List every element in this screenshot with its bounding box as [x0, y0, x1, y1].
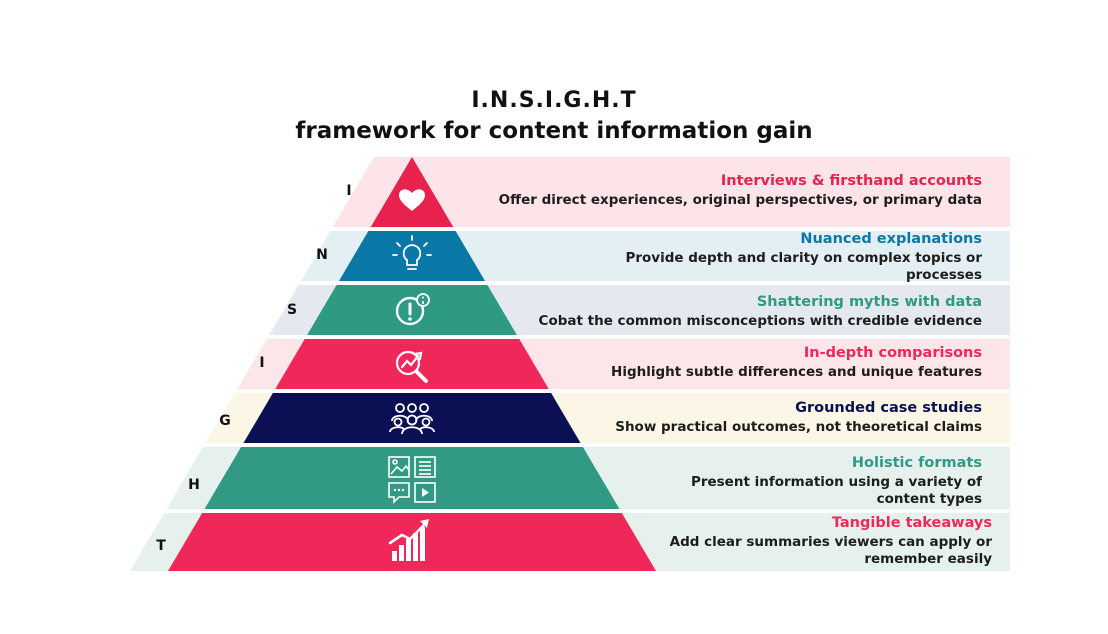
lightbulb-icon	[392, 235, 432, 270]
tier-description: Present information using a variety of c…	[690, 474, 982, 507]
tier-text-shattering: Shattering myths with data Cobat the com…	[539, 294, 982, 330]
heart-icon	[399, 189, 425, 211]
tier-band	[332, 157, 1010, 227]
tier-text-takeaways: Tangible takeaways Add clear summaries v…	[662, 515, 992, 568]
pyramid-tier	[307, 285, 517, 335]
tier-description: Add clear summaries viewers can apply or…	[669, 534, 992, 567]
tier-description: Offer direct experiences, original persp…	[498, 192, 982, 208]
tier-text-case-studies: Grounded case studies Show practical out…	[615, 400, 982, 436]
diagram-subtitle: framework for content information gain	[295, 118, 813, 144]
tier-description: Highlight subtle differences and unique …	[611, 364, 982, 380]
pyramid-tier	[243, 393, 581, 443]
tier-letter-i2: I	[259, 355, 265, 371]
tier-band	[300, 231, 1011, 281]
tier-text-holistic: Holistic formats Present information usi…	[662, 455, 982, 508]
tier-heading: Holistic formats	[851, 455, 982, 471]
magnify-chart-icon	[395, 350, 428, 383]
diagram-title: I.N.S.I.G.H.T	[471, 88, 637, 113]
tier-heading: Nuanced explanations	[800, 231, 982, 247]
tier-heading: In-depth comparisons	[803, 345, 982, 361]
tier-letter-n: N	[316, 247, 328, 263]
content-formats-icon	[388, 456, 436, 504]
tier-letter-s: S	[286, 302, 298, 318]
tier-letter-g: G	[219, 413, 231, 429]
tier-heading: Tangible takeaways	[831, 515, 992, 531]
pyramid-tier	[338, 231, 486, 281]
growth-chart-icon	[388, 519, 429, 561]
tier-heading: Shattering myths with data	[756, 294, 982, 310]
tier-text-interviews: Interviews & firsthand accounts Offer di…	[499, 173, 982, 209]
pyramid-tier	[168, 513, 656, 571]
pyramid-tier	[204, 447, 620, 509]
tier-description: Cobat the common misconceptions with cre…	[538, 313, 982, 329]
tier-letter-t: T	[156, 538, 166, 554]
tier-description: Provide depth and clarity on complex top…	[625, 250, 982, 283]
pyramid-tier	[370, 157, 454, 227]
tier-letter-h: H	[188, 477, 200, 493]
tier-letter-i1: I	[346, 183, 352, 199]
tier-text-comparisons: In-depth comparisons Highlight subtle di…	[611, 345, 982, 381]
tier-heading: Interviews & firsthand accounts	[720, 173, 982, 189]
group-icon	[389, 403, 435, 435]
tier-heading: Grounded case studies	[795, 400, 982, 416]
alert-info-icon	[395, 293, 430, 326]
tier-description: Show practical outcomes, not theoretical…	[615, 419, 982, 435]
tier-text-nuanced: Nuanced explanations Provide depth and c…	[582, 231, 982, 284]
